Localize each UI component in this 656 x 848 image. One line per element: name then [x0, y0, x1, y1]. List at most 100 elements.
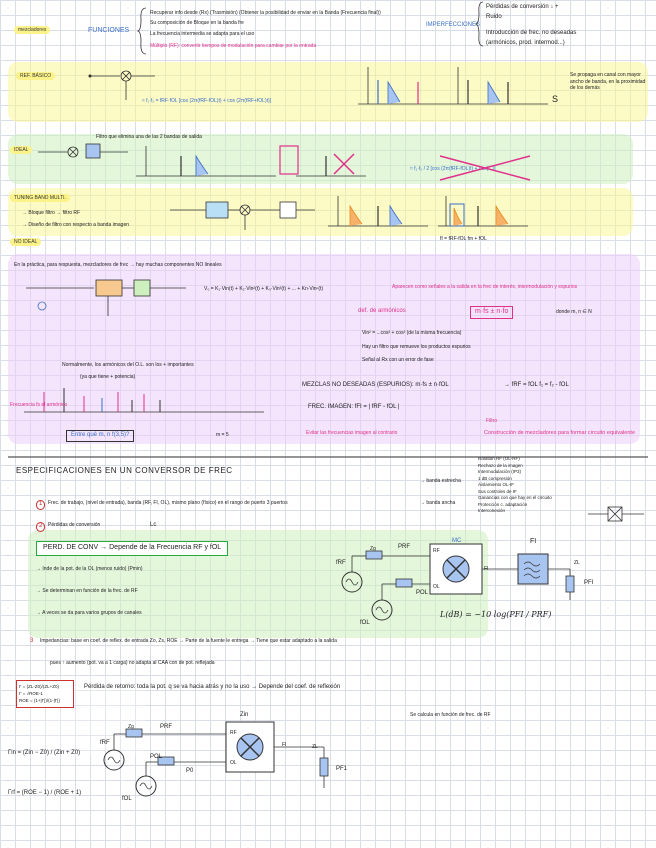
- noideal-question: Entre qué m, n f(3,5)?: [66, 430, 135, 442]
- ideal-tag: IDEAL: [10, 146, 33, 154]
- noideal-box-note-2: (ya que tiene + potencia): [80, 374, 136, 380]
- side-note: Se calcula en función de frec. de RF: [410, 712, 491, 718]
- c2-Zin: Zin: [240, 712, 249, 718]
- ideal-strike: [439, 155, 531, 181]
- mixer-circuit-1: [341, 543, 575, 621]
- c2-PRF: PRF: [160, 724, 172, 730]
- noideal-construccion: Construcción de mezcladores para formar …: [484, 430, 636, 436]
- spec-header: ESPECIFICACIONES EN UN CONVERSOR DE FREC: [16, 466, 233, 475]
- mezcladores-label: mezcladores: [14, 26, 51, 34]
- imp-1: Pérdidas de conversión ↓ +: [486, 4, 559, 10]
- noideal-pfrec-eq: → fRF = fOL f₁ = f₂ - fOL: [504, 382, 569, 388]
- section-divider: [8, 456, 648, 458]
- imperfecciones-label: IMPERFECCIONES: [426, 22, 481, 28]
- gamma-in: Γin = (Zin − Z0) / (Zin + Z0): [8, 750, 81, 756]
- c1-POL: POL: [416, 590, 429, 596]
- c1-FI: FI: [484, 566, 489, 572]
- right-list-7: Ganancias con que hay en el circuito: [478, 495, 552, 501]
- noideal-mix-no-deseados: MEZCLAS NO DESEADAS (ESPURIOS): m·fs ± n…: [302, 382, 449, 388]
- right-list-8: Protección c. adaptación: [478, 501, 528, 507]
- spec-perd-box: PERD. DE CONV → Depende de la Frecuencia…: [36, 541, 229, 556]
- noideal-frec-imagen: FREC. IMAGEN: fFI = | fRF - fOL |: [308, 404, 400, 410]
- spec-item3: Impedancias: base en coef. de reflex. de…: [40, 638, 337, 644]
- c1-fOL: fOL: [360, 620, 370, 626]
- c2-RF: RF: [230, 730, 237, 736]
- spec-item2-num: 2: [36, 522, 46, 532]
- band-tuning: [8, 188, 633, 236]
- c1-MC: MC: [452, 538, 462, 544]
- spec-right-list: Isolation RF (OL-RF) Rechazo de la image…: [478, 456, 588, 515]
- noideal-intro: En la práctica, para respuesta, mezclado…: [14, 262, 222, 268]
- tuning-fi-label: fI = fRF-fOL fm + fOL: [440, 236, 487, 242]
- noideal-pink-left: Frecuencia fs el armónico: [10, 402, 68, 408]
- noideal-spectrum: [24, 388, 264, 413]
- noideal-box-note: Normalmente, los armónicos del O.L. son …: [62, 362, 194, 368]
- coef-box-1: Γ = (ZL-Z0)/(ZL+Z0): [19, 684, 59, 689]
- c2-POL: POL: [150, 754, 163, 760]
- right-list-4: 1 dB compresión: [478, 475, 512, 481]
- band-ref-basico: [8, 62, 648, 122]
- mixer-circuit-2: [103, 721, 329, 797]
- spec-bullet-2: → Se determinan en función de la frec. d…: [36, 588, 138, 594]
- coef-box-3: ROE = (1+|Γ|)/(1-|Γ|): [19, 698, 60, 704]
- spec-item1-right1: → banda estrecha: [420, 478, 461, 484]
- imp-2: Ruido: [486, 14, 502, 20]
- c1-OL: OL: [433, 584, 440, 590]
- spectrum-tuning: [328, 196, 528, 227]
- noideal-prod-3: Señal al Rx con un error de fase: [362, 357, 434, 363]
- noideal-circuit: [26, 279, 186, 316]
- ref-eq-1: ≈ f₁·f₂ = fRF·fOL [cos (2π(fRF-fOL)t) + …: [142, 98, 272, 104]
- imp-3: Introducción de frec. no deseadas: [486, 30, 577, 36]
- noideal-spurious: Aparecen como señales a la salida en la …: [392, 284, 578, 290]
- tuning-tag: TUNING BAND MULTI.: [10, 194, 70, 202]
- spec-item3b: pues ↑ aumento (pot. va a 1 carga) no ad…: [50, 660, 215, 666]
- mixer-filter-ideal: [38, 143, 128, 159]
- c1-fRF: fRF: [336, 560, 346, 566]
- coef-box: Γ = (ZL-Z0)/(ZL+Z0) Γ = √ROE-1 ROE = (1+…: [16, 680, 74, 708]
- c2-fRF: fRF: [100, 740, 110, 746]
- c1-PFI: PFI: [584, 580, 594, 586]
- func-2: Su composición de Bloque en la banda fre: [150, 20, 244, 26]
- right-list-9: Interconexión: [478, 508, 506, 514]
- right-list-5: Aislamiento OL-IF: [478, 482, 515, 488]
- c1-formula-L: L(dB) = −10 log(PFI / PRF): [440, 610, 552, 619]
- tuning-circuit: [170, 201, 315, 230]
- right-list-3: Intermodulación (IP3): [478, 469, 522, 475]
- spec-item3-num: 3: [30, 638, 34, 644]
- c2-PF1: PF1: [336, 766, 348, 772]
- ideal-filter-note: Filtro que elimina una de las 2 bandas d…: [96, 134, 202, 140]
- right-list-6: Sus controles de IF: [478, 488, 517, 494]
- mixer-block-1: [88, 70, 155, 100]
- c1-ZL: ZL: [574, 560, 580, 566]
- perdida-retorno: Pérdida de retorno: toda la pot. q se va…: [84, 684, 341, 690]
- funciones-label: FUNCIONES: [88, 27, 130, 34]
- c2-Zg: Zg: [128, 724, 134, 730]
- noideal-formula-note: donde m, n ∈ N: [556, 309, 592, 315]
- c2-fOL: fOL: [122, 796, 132, 802]
- ref-s-label: S: [552, 94, 559, 104]
- spec-bullet-1: → Inde de la pot. de la OL (menos ruido)…: [36, 566, 143, 572]
- tuning-2: → Diseño de filtro con respecto a banda …: [22, 222, 130, 228]
- spectrum-1: [358, 67, 548, 105]
- tuning-1: → Bloque filtro → filtro RF: [22, 210, 81, 216]
- noideal-red-note: Evitar las frecuencias imagen al contrar…: [306, 430, 398, 436]
- no-ideal-tag: NO IDEAL: [10, 238, 42, 246]
- ref-note-right: Se propaga en canal con mayor ancho de b…: [570, 72, 646, 91]
- c1-RF: RF: [433, 548, 440, 554]
- noideal-filtro: Filtro: [486, 418, 498, 424]
- spec-bullet-3: → A veces se da para varios grupos de ca…: [36, 610, 142, 616]
- ideal-eq-2: ≈ f₁·f₂ / 2 [cos (2π(fRF-fOL)t) + cos(..…: [410, 166, 496, 172]
- spec-item1-right2: → banda ancha: [420, 500, 456, 506]
- right-mini-mixer: [588, 506, 644, 522]
- c2-P0: P0: [186, 768, 194, 774]
- noideal-mfs: m·fs ± n·fo: [470, 306, 514, 319]
- funciones-brace: [136, 7, 147, 55]
- noideal-m-eq: m = 5: [216, 432, 229, 438]
- func-3: La frecuencia intermedia se adapta para …: [150, 31, 255, 37]
- gamma-rf: Γrf = (ROE − 1) / (ROE + 1): [8, 790, 82, 796]
- imperfecciones-brace: [474, 1, 484, 47]
- spec-item1: Frec. de trabajo, (nivel de entrada), ba…: [48, 500, 288, 506]
- c1-PRF: PRF: [398, 544, 410, 550]
- func-4: Múltiplo (RF): convertir tiempos de modu…: [150, 43, 317, 49]
- ref-basico-tag: REF. BÁSICO: [16, 72, 56, 80]
